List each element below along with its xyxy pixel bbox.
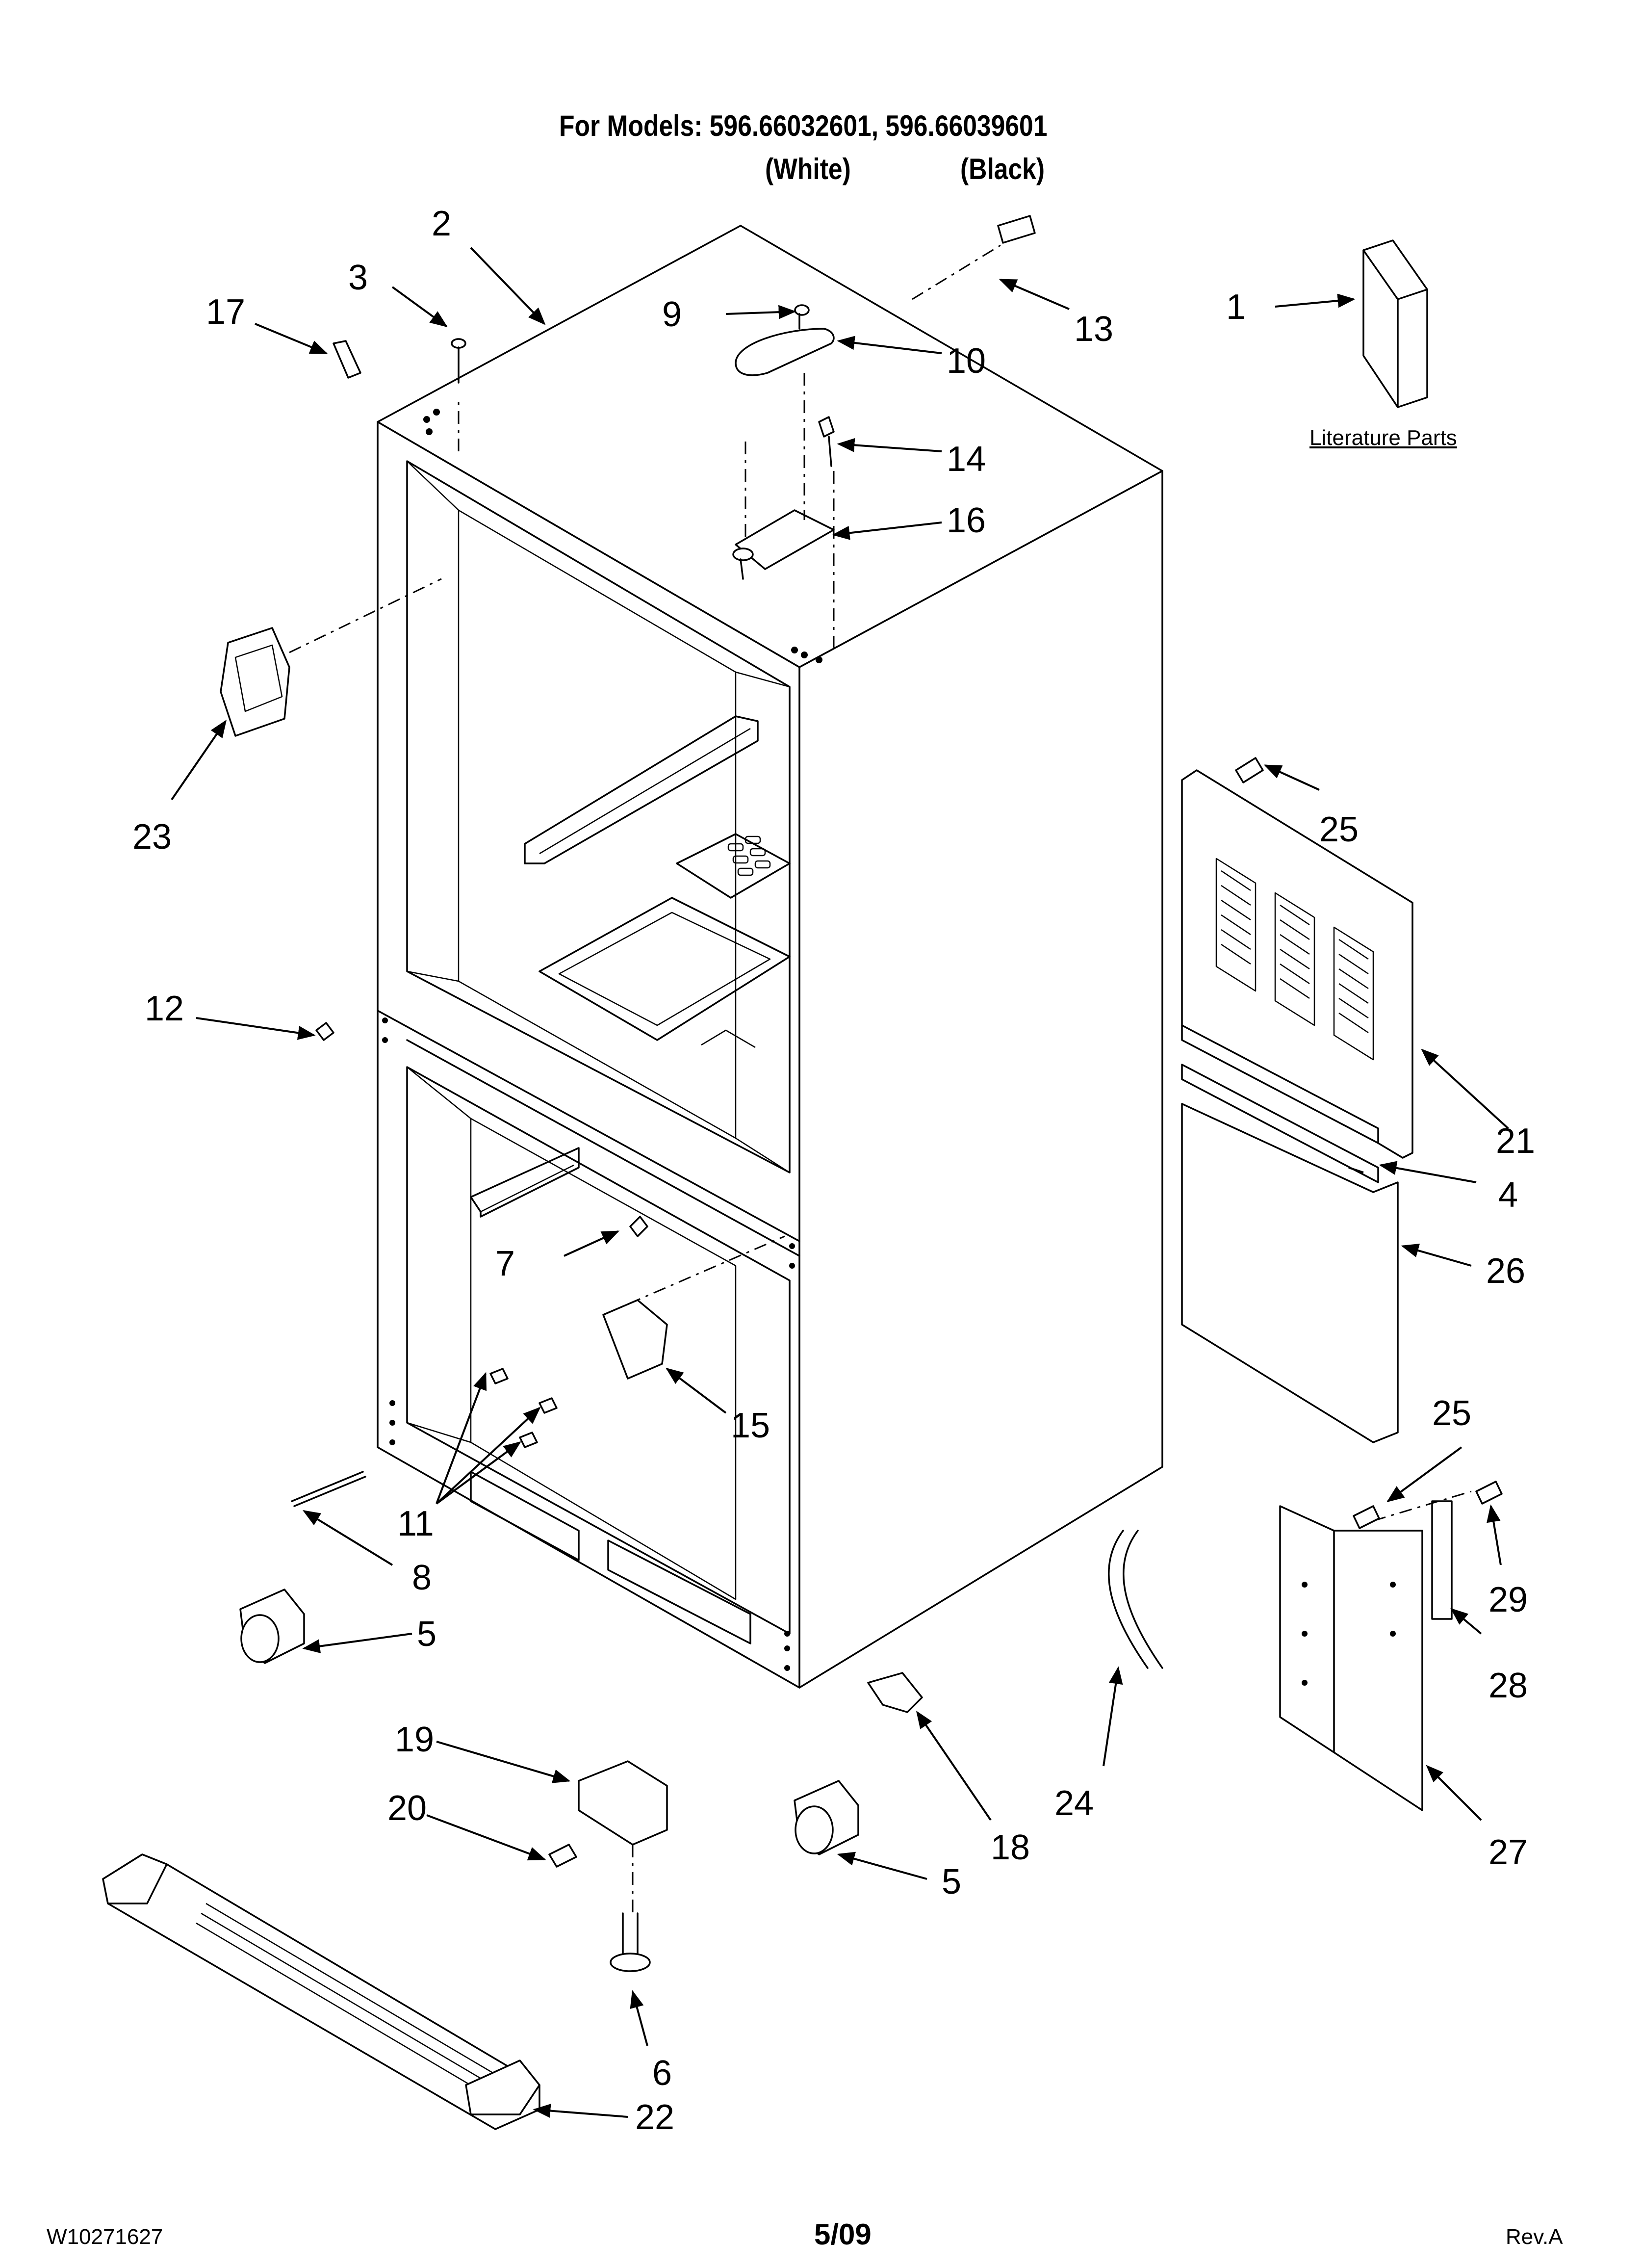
refrigerator-cabinet [377, 225, 1163, 1689]
callout-10: 10 [947, 341, 986, 381]
badge-part [220, 578, 442, 737]
callout-17: 17 [206, 292, 245, 332]
bottom-hinge-parts [548, 1760, 668, 1972]
callout-27: 27 [1488, 1833, 1528, 1872]
back-panel [1279, 1490, 1472, 1811]
clamp-part [867, 1672, 923, 1713]
callout-labels: 1 2 3 4 5 5 6 7 8 9 10 11 12 13 14 15 16… [132, 204, 1535, 2137]
tape-strip-part [333, 340, 361, 379]
callout-6: 6 [652, 2054, 672, 2093]
callout-23: 23 [132, 817, 172, 857]
callout-4: 4 [1498, 1175, 1518, 1215]
callout-25a: 25 [1319, 810, 1359, 849]
models-title: For Models: 596.66032601, 596.66039601 [559, 109, 1048, 142]
callout-12: 12 [145, 989, 184, 1028]
callout-22: 22 [635, 2098, 674, 2137]
callout-3: 3 [348, 258, 368, 297]
callout-24: 24 [1054, 1784, 1094, 1823]
seal-strip-part [1181, 1024, 1379, 1144]
callout-5b: 5 [942, 1862, 961, 1902]
callout-20: 20 [387, 1789, 427, 1828]
grille-panel [1181, 1103, 1399, 1443]
roller-parts [239, 1589, 859, 1855]
callout-8: 8 [412, 1558, 432, 1597]
literature-book-icon [1362, 239, 1428, 408]
drain-tube-part [1108, 1530, 1163, 1669]
callout-16: 16 [947, 501, 986, 540]
strip-part [1181, 1064, 1379, 1183]
callout-5a: 5 [417, 1615, 436, 1654]
callout-26: 26 [1486, 1251, 1525, 1291]
callout-14: 14 [947, 440, 986, 479]
top-hinge-assembly [451, 215, 1036, 648]
callout-21: 21 [1496, 1121, 1535, 1161]
leader-lines [171, 247, 1509, 2118]
callout-2: 2 [432, 204, 451, 243]
callout-1: 1 [1226, 287, 1246, 327]
callout-13: 13 [1074, 310, 1113, 349]
callout-18: 18 [991, 1828, 1030, 1867]
black-label: (Black) [960, 153, 1045, 185]
callout-28: 28 [1488, 1666, 1528, 1705]
callout-19: 19 [395, 1720, 434, 1759]
revision: Rev.A [1506, 2225, 1563, 2249]
callout-29: 29 [1488, 1580, 1528, 1619]
white-label: (White) [765, 153, 851, 185]
callout-9: 9 [662, 295, 682, 334]
literature-parts-label: Literature Parts [1309, 426, 1457, 450]
print-date: 5/09 [814, 2218, 872, 2251]
callout-11: 11 [397, 1504, 434, 1543]
toe-grille-part [102, 1853, 540, 2130]
callout-15: 15 [731, 1406, 770, 1445]
callout-25b: 25 [1432, 1394, 1471, 1433]
callout-7: 7 [495, 1244, 515, 1283]
doc-number: W10271627 [47, 2225, 163, 2249]
screws [291, 757, 1503, 1529]
